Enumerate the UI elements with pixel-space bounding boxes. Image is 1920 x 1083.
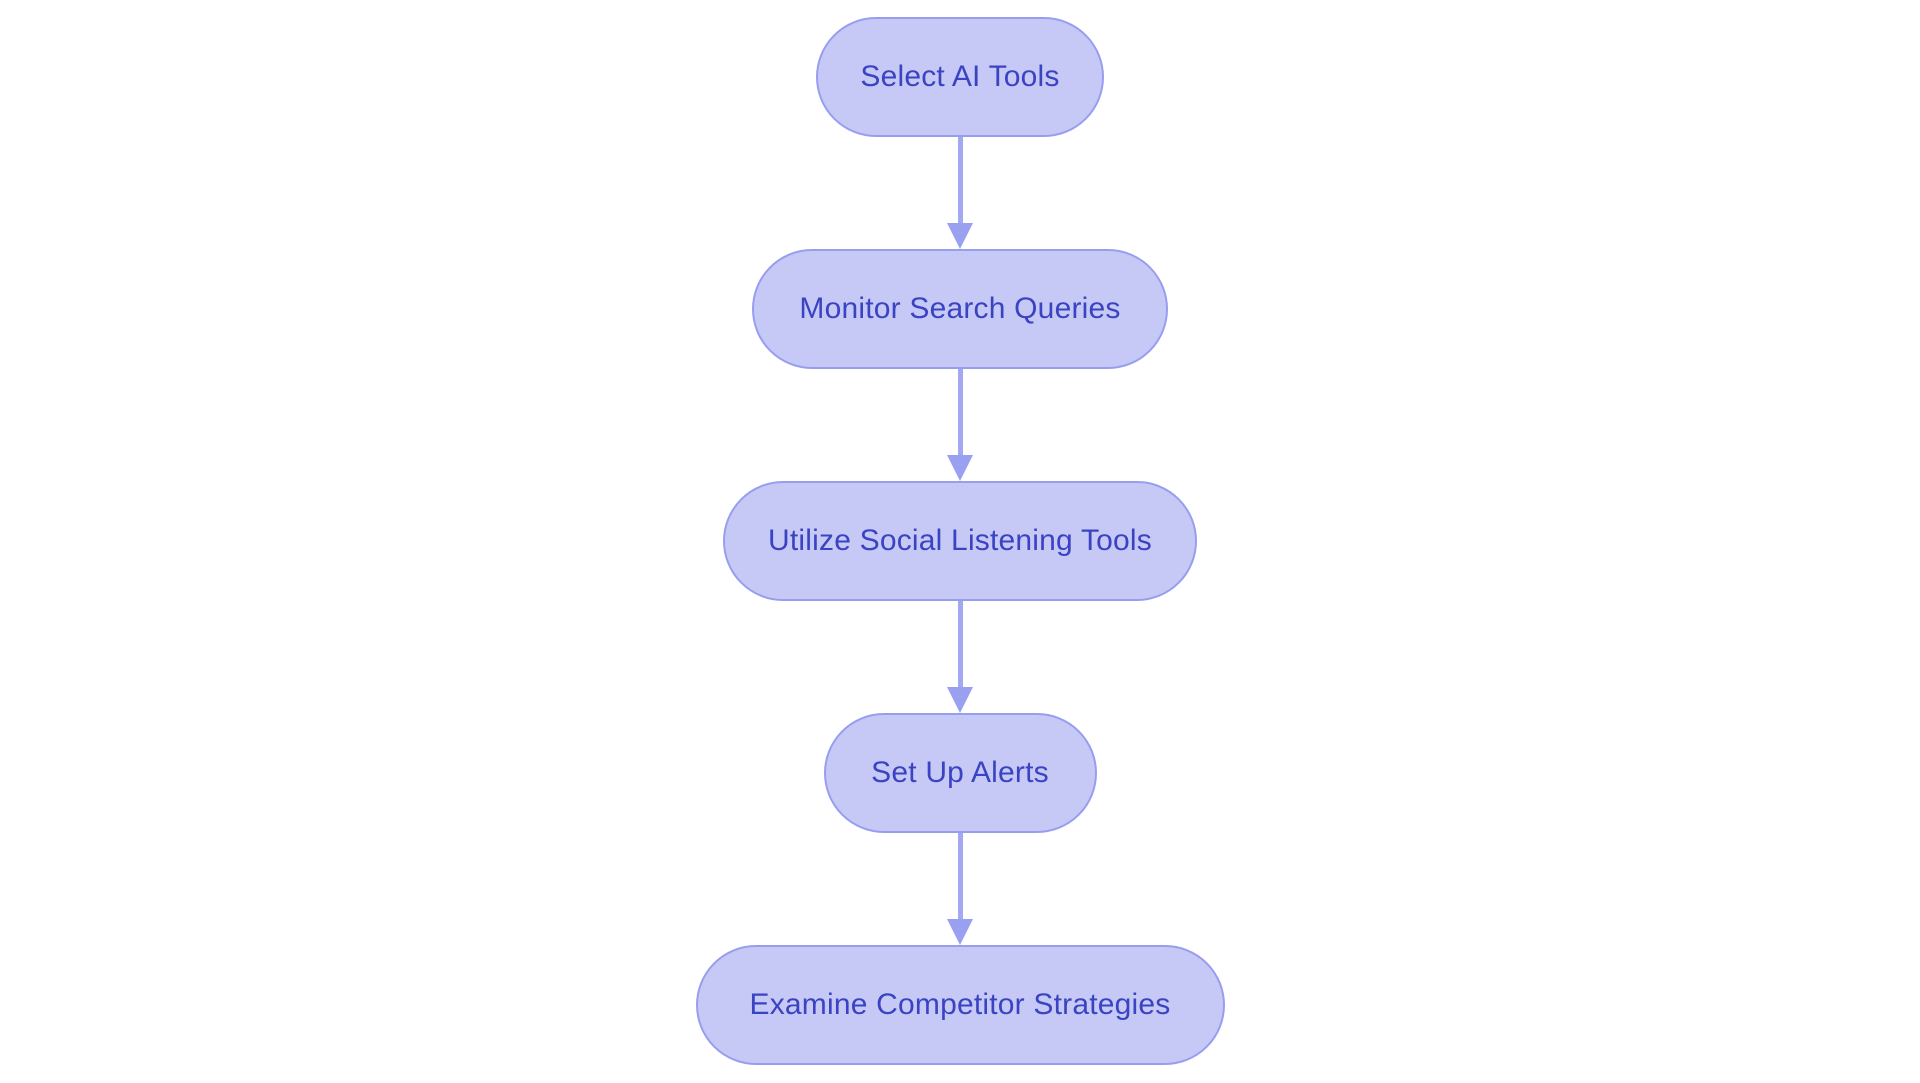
edge-connector-3: [945, 601, 975, 713]
arrow-down-icon: [947, 687, 973, 713]
flow-node-label: Examine Competitor Strategies: [749, 988, 1171, 1021]
flow-node-utilize-social-listening-tools: Utilize Social Listening Tools: [723, 481, 1197, 601]
arrow-line: [957, 137, 963, 223]
edge-connector-2: [945, 369, 975, 481]
flow-node-examine-competitor-strategies: Examine Competitor Strategies: [695, 945, 1225, 1065]
arrow-line: [957, 369, 963, 455]
edge-connector-4: [945, 833, 975, 945]
flow-node-label: Select AI Tools: [860, 60, 1060, 93]
arrow-line: [957, 833, 963, 919]
flow-node-label: Set Up Alerts: [871, 756, 1049, 789]
arrow-down-icon: [947, 223, 973, 249]
flow-node-monitor-search-queries: Monitor Search Queries: [752, 249, 1168, 369]
flow-node-select-ai-tools: Select AI Tools: [816, 17, 1104, 137]
arrow-line: [957, 601, 963, 687]
flow-node-label: Utilize Social Listening Tools: [768, 524, 1152, 557]
arrow-down-icon: [947, 919, 973, 945]
flow-node-label: Monitor Search Queries: [799, 292, 1121, 325]
edge-connector-1: [945, 137, 975, 249]
flow-node-set-up-alerts: Set Up Alerts: [823, 713, 1097, 833]
arrow-down-icon: [947, 455, 973, 481]
